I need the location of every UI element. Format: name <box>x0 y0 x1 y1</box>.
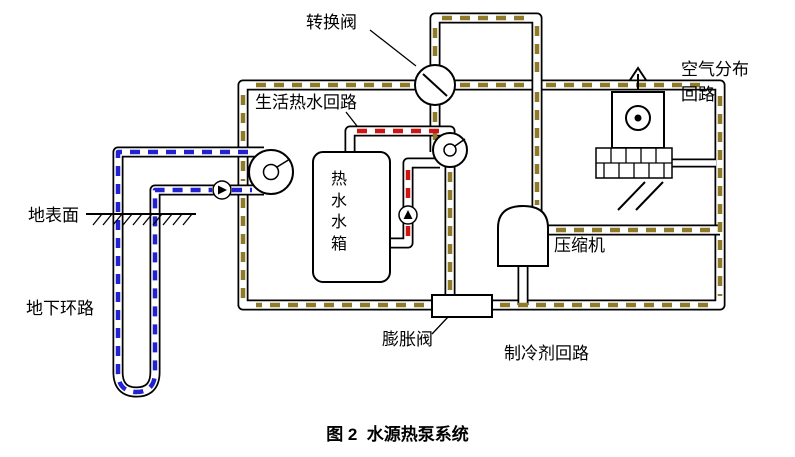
ground-heat-exchanger-pump <box>248 149 294 195</box>
conversion-valve-symbol <box>414 64 456 106</box>
domestic-hot-water-loop-label: 生活热水回路 <box>255 93 357 112</box>
ground-loop-pump-icon <box>212 180 232 200</box>
air-distribution-loop-label: 空气分布 回路 <box>681 60 749 104</box>
air-outflow-mark <box>635 181 664 211</box>
compressor-label: 压缩机 <box>554 236 605 255</box>
refrigerant-loop-label: 制冷剂回路 <box>504 344 589 363</box>
expansion-valve-shape <box>431 294 493 318</box>
underground-loop-label: 地下环路 <box>26 299 94 318</box>
heat-exchanger-coil <box>595 147 673 179</box>
expansion-valve-label: 膨胀阀 <box>382 330 433 349</box>
air-handler-unit <box>595 66 673 211</box>
ground-loop-flow-arrows <box>115 149 252 395</box>
leader-lines <box>345 29 449 335</box>
air-up-arrow-icon <box>629 66 647 81</box>
hot-water-tank-shape <box>312 151 391 283</box>
air-outflow-mark <box>617 181 646 211</box>
conversion-valve-label: 转换阀 <box>306 13 357 32</box>
ground-surface-label: 地表面 <box>28 206 79 225</box>
hot-water-pump-icon <box>398 205 418 225</box>
water-heat-exchanger-pump <box>432 132 468 168</box>
ground-surface-hatch <box>86 213 196 226</box>
hot-water-tank-label: 热水水箱 <box>331 171 348 253</box>
hot-water-flow-arrows <box>357 128 441 240</box>
compressor-shape <box>497 204 549 267</box>
figure-caption: 图 2 水源热泵系统 <box>326 425 469 444</box>
refrigerant-flow-arrows <box>240 15 723 308</box>
